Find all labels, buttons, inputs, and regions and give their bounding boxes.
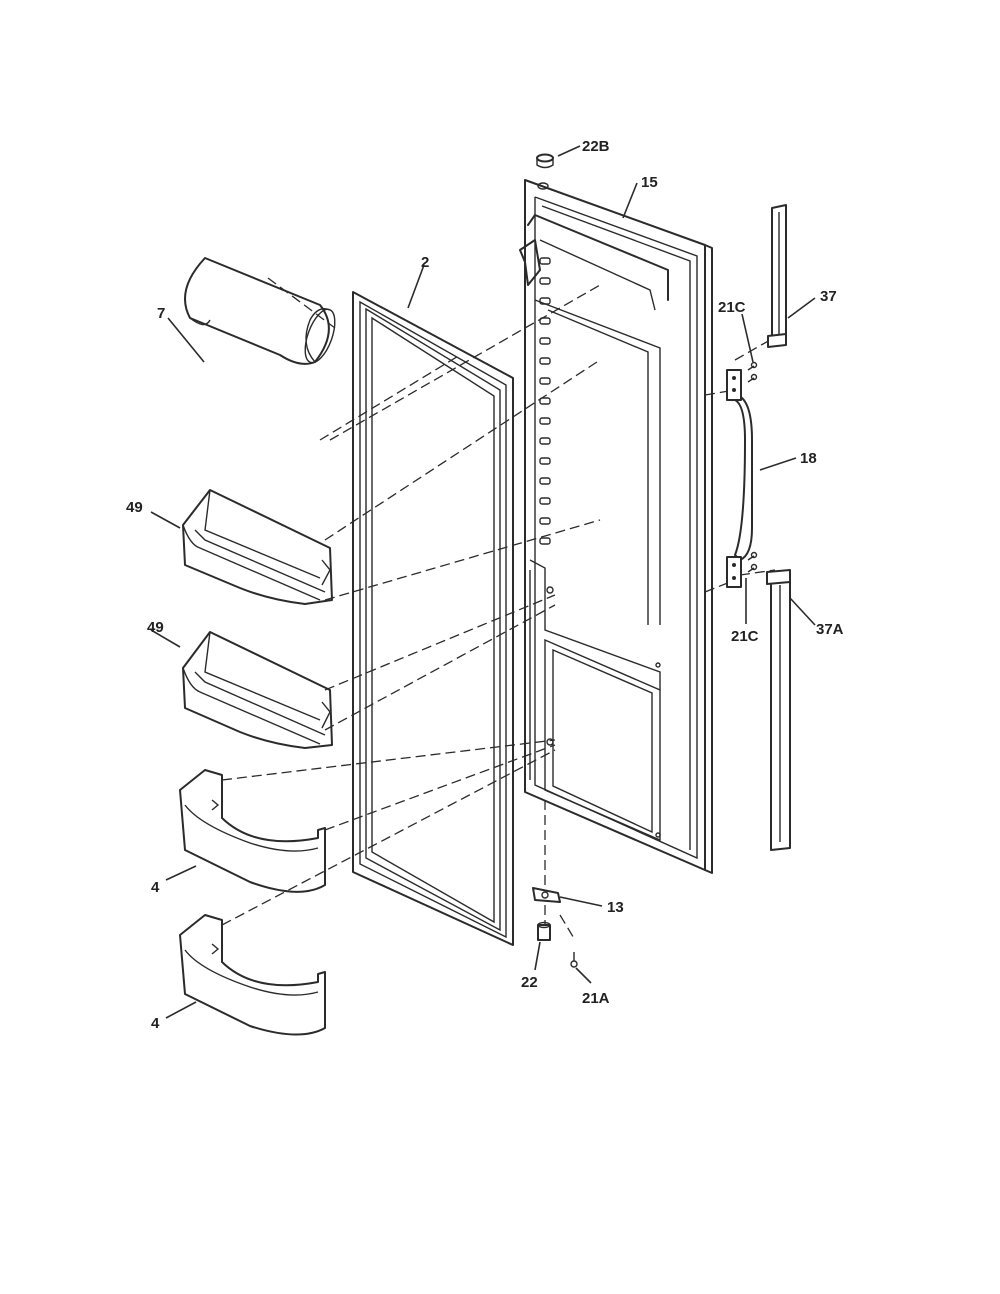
label-21c-lower: 21C	[731, 628, 759, 645]
door-shelf-4-lower	[179, 914, 326, 1036]
door-shelf-4-upper	[179, 769, 326, 893]
part-callouts: 22B 15 2 7 37 21C 18 49 49 21C 37A 4 13 …	[126, 138, 844, 1032]
hinge-13	[532, 887, 561, 903]
label-37a: 37A	[816, 621, 844, 638]
label-49-upper: 49	[126, 499, 143, 516]
label-18: 18	[800, 450, 817, 467]
door-dikes	[539, 257, 551, 545]
label-49-lower: 49	[147, 619, 164, 636]
screw-21a	[570, 952, 578, 968]
screw-21c-upper	[747, 361, 758, 383]
handle-trim-37	[767, 204, 787, 348]
label-7: 7	[157, 305, 165, 322]
label-37: 37	[820, 288, 837, 305]
bushing-22	[537, 921, 551, 941]
label-4-upper: 4	[151, 879, 160, 896]
door-gasket	[352, 291, 514, 946]
door-bin-49-lower	[182, 631, 333, 749]
assembly-dashed-lines	[221, 277, 776, 941]
label-15: 15	[641, 174, 658, 191]
screw-21c-lower	[747, 551, 758, 573]
leader-lines	[150, 145, 816, 1019]
label-21c-upper: 21C	[718, 299, 746, 316]
label-13: 13	[607, 899, 624, 916]
label-2: 2	[421, 254, 429, 271]
dairy-door-cylinder	[184, 257, 336, 365]
handle-trim-37a	[766, 569, 791, 851]
label-21a: 21A	[582, 990, 610, 1007]
door-assembly	[519, 179, 713, 874]
label-4-lower: 4	[151, 1015, 160, 1032]
door-handle	[726, 369, 753, 588]
label-22: 22	[521, 974, 538, 991]
plug-22b	[536, 153, 554, 169]
label-22b: 22B	[582, 138, 610, 155]
door-bin-49-upper	[182, 489, 333, 605]
